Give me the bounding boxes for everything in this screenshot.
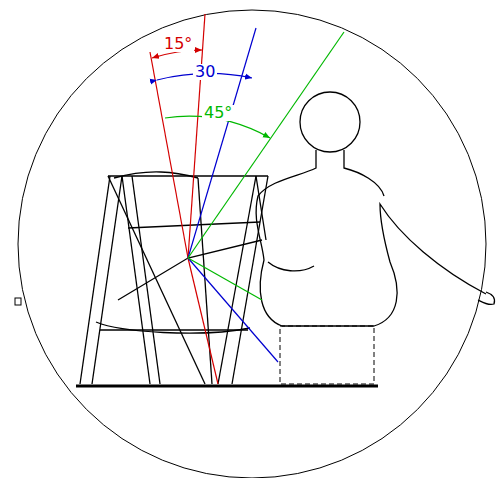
floor-line (76, 385, 378, 388)
angle-label: 30 (193, 64, 217, 80)
circle-marker (15, 298, 21, 305)
angle-label: 45° (202, 105, 234, 121)
outer-circle (18, 10, 486, 478)
stool (280, 326, 374, 384)
angle-label: 15° (162, 36, 194, 52)
angle-lines (150, 14, 344, 384)
easel-frame (80, 172, 268, 384)
seated-person (256, 92, 494, 326)
